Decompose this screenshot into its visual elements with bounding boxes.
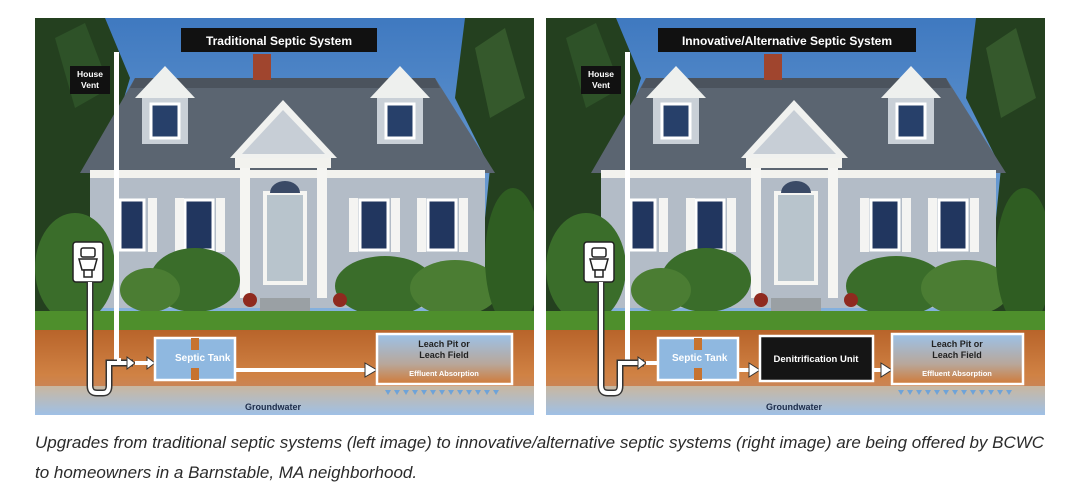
leach-label-line1: Leach Pit or [931,339,983,349]
septic-tank-label: Septic Tank [672,353,728,364]
figure-caption: Upgrades from traditional septic systems… [35,433,1045,482]
dormer-left [135,66,195,144]
denitrification-label: Denitrification Unit [774,354,860,365]
leach-field: Leach Pit or Leach Field Effluent Absorp… [375,332,514,386]
absorption-arrows [385,390,499,395]
leach-field: Leach Pit or Leach Field Effluent Absorp… [890,332,1025,386]
groundwater-label: Groundwater [766,402,823,412]
traditional-septic-diagram: House Vent Septic Tank Leach Pit or Leac… [35,18,534,415]
septic-tank: Septic Tank [656,336,740,382]
absorption-arrows [898,390,1012,395]
house-vent-label-line1: House [588,69,614,79]
dormer-left [646,66,706,144]
leach-label-line1: Leach Pit or [418,339,470,349]
leach-label-line2: Leach Field [419,350,469,360]
septic-tank-label: Septic Tank [175,353,231,364]
panel-title: Innovative/Alternative Septic System [682,34,892,48]
house-vent-label-line1: House [77,69,103,79]
septic-tank: Septic Tank [153,336,237,382]
alternative-septic-diagram: House Vent Septic Tank Denitrification U… [546,18,1045,415]
effluent-label: Effluent Absorption [922,369,992,378]
dormer-right [370,66,430,144]
groundwater-label: Groundwater [245,402,302,412]
denitrification-unit: Denitrification Unit [758,334,875,383]
house-vent-label-line2: Vent [592,80,610,90]
panel-title: Traditional Septic System [206,34,352,48]
leach-label-line2: Leach Field [932,350,982,360]
dormer-right [881,66,941,144]
house-vent-label-line2: Vent [81,80,99,90]
effluent-label: Effluent Absorption [409,369,479,378]
toilet-icon [583,241,615,283]
toilet-icon [72,241,104,283]
